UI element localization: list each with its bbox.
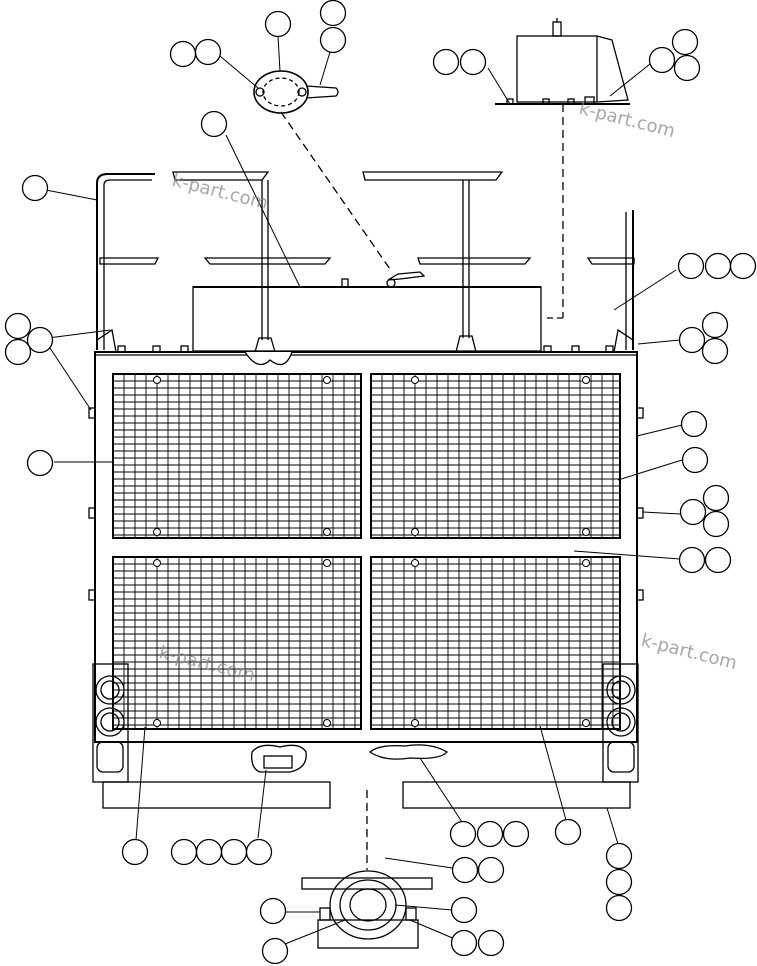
callout-balloon xyxy=(220,838,248,866)
callout-balloon xyxy=(671,28,699,56)
callout-balloon xyxy=(679,498,707,526)
callout-balloon xyxy=(4,338,32,366)
callout-balloons xyxy=(4,0,757,965)
grille-panel xyxy=(370,556,621,730)
callout-balloon xyxy=(319,26,347,54)
callout-balloon xyxy=(677,252,705,280)
callout-balloon xyxy=(245,838,273,866)
callout-balloon xyxy=(680,410,708,438)
callout-balloon xyxy=(21,174,49,202)
callout-balloon xyxy=(432,48,460,76)
callout-balloon xyxy=(702,484,730,512)
top-tank xyxy=(192,271,542,352)
callout-balloon xyxy=(264,10,292,38)
right-lamp-cluster xyxy=(602,663,639,783)
callout-balloon xyxy=(605,868,633,896)
callout-balloon xyxy=(704,252,732,280)
pivot-bearing xyxy=(301,870,433,949)
callout-balloon xyxy=(26,449,54,477)
callout-balloon xyxy=(121,838,149,866)
callout-balloon xyxy=(169,40,197,68)
callout-balloon xyxy=(701,311,729,339)
grille-panel xyxy=(112,556,362,730)
callout-balloon xyxy=(678,546,706,574)
callout-balloon xyxy=(704,546,732,574)
grille-panels xyxy=(112,373,621,730)
callout-balloon xyxy=(605,894,633,922)
callout-balloon xyxy=(195,838,223,866)
callout-balloon xyxy=(451,856,479,884)
top-bolt-row xyxy=(117,345,614,353)
callout-balloon xyxy=(502,820,530,848)
callout-balloon xyxy=(261,937,289,965)
callout-balloon xyxy=(459,48,487,76)
callout-balloon xyxy=(4,312,32,340)
callout-balloon xyxy=(194,38,222,66)
handrail-assembly xyxy=(96,171,635,353)
callout-balloon xyxy=(678,326,706,354)
callout-leaders xyxy=(45,35,683,949)
grille-panel xyxy=(112,373,362,539)
callout-balloon xyxy=(319,0,347,27)
callout-balloon xyxy=(554,818,582,846)
callout-balloon xyxy=(26,326,54,354)
callout-balloon xyxy=(605,842,633,870)
callout-balloon xyxy=(449,820,477,848)
callout-balloon xyxy=(170,838,198,866)
callout-balloon xyxy=(702,510,730,538)
lower-frame xyxy=(102,744,631,870)
fuel-cap-assembly xyxy=(253,70,393,273)
callout-balloon xyxy=(259,897,287,925)
grille-panel xyxy=(370,373,621,539)
callout-balloon xyxy=(477,856,505,884)
callout-balloon xyxy=(477,929,505,957)
callout-balloon xyxy=(673,54,701,82)
callout-balloon xyxy=(476,820,504,848)
callout-balloon xyxy=(450,896,478,924)
radiator-frame xyxy=(88,328,644,743)
callout-balloon xyxy=(200,110,228,138)
reservoir-tank xyxy=(495,18,630,319)
callout-balloon xyxy=(648,46,676,74)
callout-balloon xyxy=(701,337,729,365)
left-lamp-cluster xyxy=(92,663,129,783)
callout-balloon xyxy=(681,446,709,474)
callout-balloon xyxy=(450,929,478,957)
callout-balloon xyxy=(729,252,757,280)
